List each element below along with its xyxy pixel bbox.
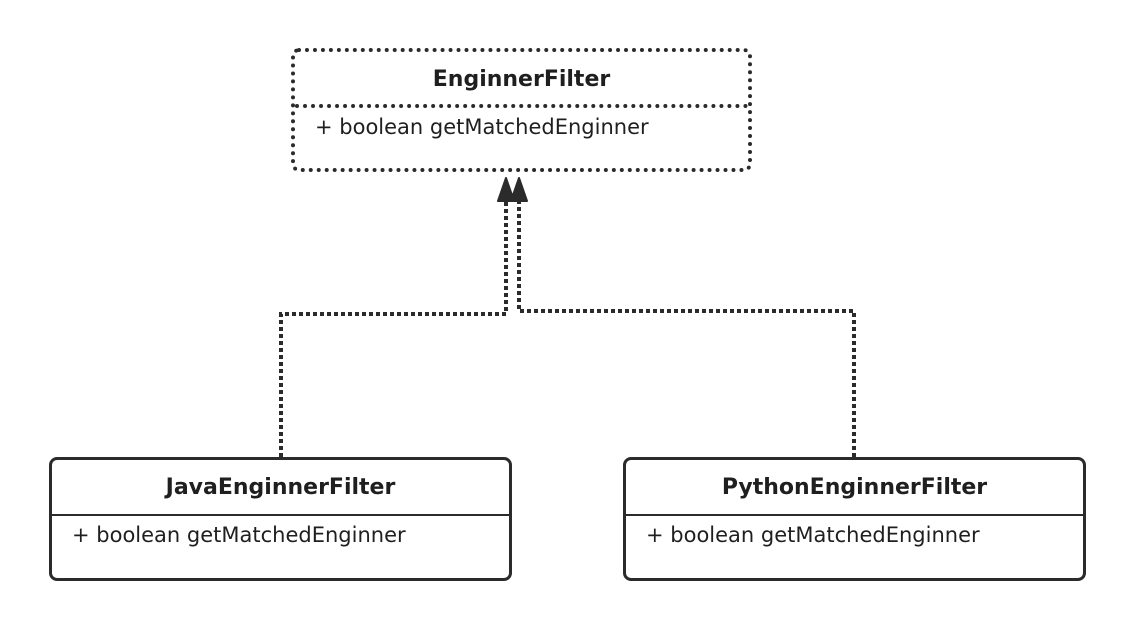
class-members: + boolean getMatchedEnginner (52, 516, 509, 550)
realization-line-python (517, 198, 856, 457)
realization-line-java (279, 198, 508, 457)
class-method: + boolean getMatchedEnginner (646, 523, 980, 547)
class-title: EnginnerFilter (295, 52, 748, 108)
class-box-enginner-filter[interactable]: EnginnerFilter + boolean getMatchedEngin… (291, 48, 752, 172)
realization-arrowhead-java (497, 177, 515, 202)
class-members: + boolean getMatchedEnginner (295, 108, 748, 142)
class-box-java-enginner-filter[interactable]: JavaEnginnerFilter + boolean getMatchedE… (49, 457, 512, 581)
class-title: JavaEnginnerFilter (52, 460, 509, 516)
class-members: + boolean getMatchedEnginner (626, 516, 1083, 550)
realization-arrowhead-python (510, 177, 528, 202)
class-title: PythonEnginnerFilter (626, 460, 1083, 516)
class-method: + boolean getMatchedEnginner (72, 523, 406, 547)
class-box-python-enginner-filter[interactable]: PythonEnginnerFilter + boolean getMatche… (623, 457, 1086, 581)
class-method: + boolean getMatchedEnginner (315, 115, 649, 139)
